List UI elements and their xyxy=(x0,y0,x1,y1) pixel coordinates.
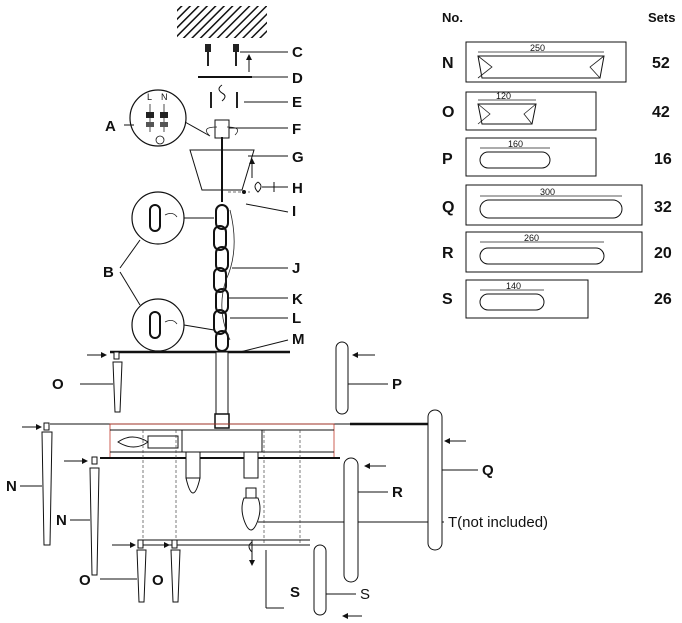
table-header-sets: Sets xyxy=(648,10,675,25)
svg-text:250: 250 xyxy=(530,43,545,53)
callout-n-left: N xyxy=(6,478,17,495)
svg-text:N: N xyxy=(161,92,168,102)
callout-f: F xyxy=(292,121,301,138)
svg-text:S: S xyxy=(442,291,453,308)
svg-text:260: 260 xyxy=(524,233,539,243)
svg-text:L: L xyxy=(147,92,152,102)
svg-text:R: R xyxy=(442,245,454,262)
wiring-detail-circle xyxy=(129,89,187,147)
svg-text:32: 32 xyxy=(654,199,672,216)
svg-text:O: O xyxy=(442,104,454,121)
table-row: Q 300 32 xyxy=(442,184,672,226)
callout-l: L xyxy=(292,310,301,327)
chain-detail-top xyxy=(131,191,185,245)
table-row: R 260 20 xyxy=(442,231,672,273)
chain xyxy=(213,204,229,352)
callout-n-inner: N xyxy=(56,512,67,529)
svg-text:300: 300 xyxy=(540,187,555,197)
callout-g: G xyxy=(292,149,304,166)
callout-o-bottom2: O xyxy=(152,572,164,589)
svg-text:16: 16 xyxy=(654,151,672,168)
chain-detail-bottom xyxy=(131,298,185,352)
svg-text:20: 20 xyxy=(654,245,672,262)
table-row: P 160 16 xyxy=(442,137,672,177)
callout-t: T(not included) xyxy=(448,514,548,531)
svg-text:52: 52 xyxy=(652,55,670,72)
ceiling-hatch xyxy=(177,6,267,38)
svg-text:160: 160 xyxy=(508,139,523,149)
svg-text:P: P xyxy=(442,151,453,168)
callout-d: D xyxy=(292,70,303,87)
callout-m: M xyxy=(292,331,305,348)
svg-text:120: 120 xyxy=(496,91,511,101)
callout-r-right: R xyxy=(392,484,403,501)
screw-icon xyxy=(205,44,239,66)
callout-s-bottom1: S xyxy=(290,584,300,601)
callout-c: C xyxy=(292,44,303,61)
callout-a: A xyxy=(105,118,116,135)
table-header-no: No. xyxy=(442,10,463,25)
callout-b: B xyxy=(103,264,114,281)
callout-h: H xyxy=(292,180,303,197)
svg-text:26: 26 xyxy=(654,291,672,308)
callout-j: J xyxy=(292,260,300,277)
table-row: S 140 26 xyxy=(442,279,672,319)
svg-text:42: 42 xyxy=(652,104,670,121)
callout-o-bottom1: O xyxy=(79,572,91,589)
callout-p-right: P xyxy=(392,376,402,393)
bulb-icon xyxy=(241,497,261,531)
callout-q-right: Q xyxy=(482,462,494,479)
callout-o-left: O xyxy=(52,376,64,393)
callout-i: I xyxy=(292,203,296,220)
svg-text:140: 140 xyxy=(506,281,521,291)
svg-text:N: N xyxy=(442,55,454,72)
callout-s-bottom2: S xyxy=(360,586,370,603)
callout-e: E xyxy=(292,94,302,111)
table-row: N 250 52 xyxy=(442,41,670,83)
svg-text:Q: Q xyxy=(442,199,454,216)
table-row: O 120 42 xyxy=(442,91,670,131)
callout-k: K xyxy=(292,291,303,308)
